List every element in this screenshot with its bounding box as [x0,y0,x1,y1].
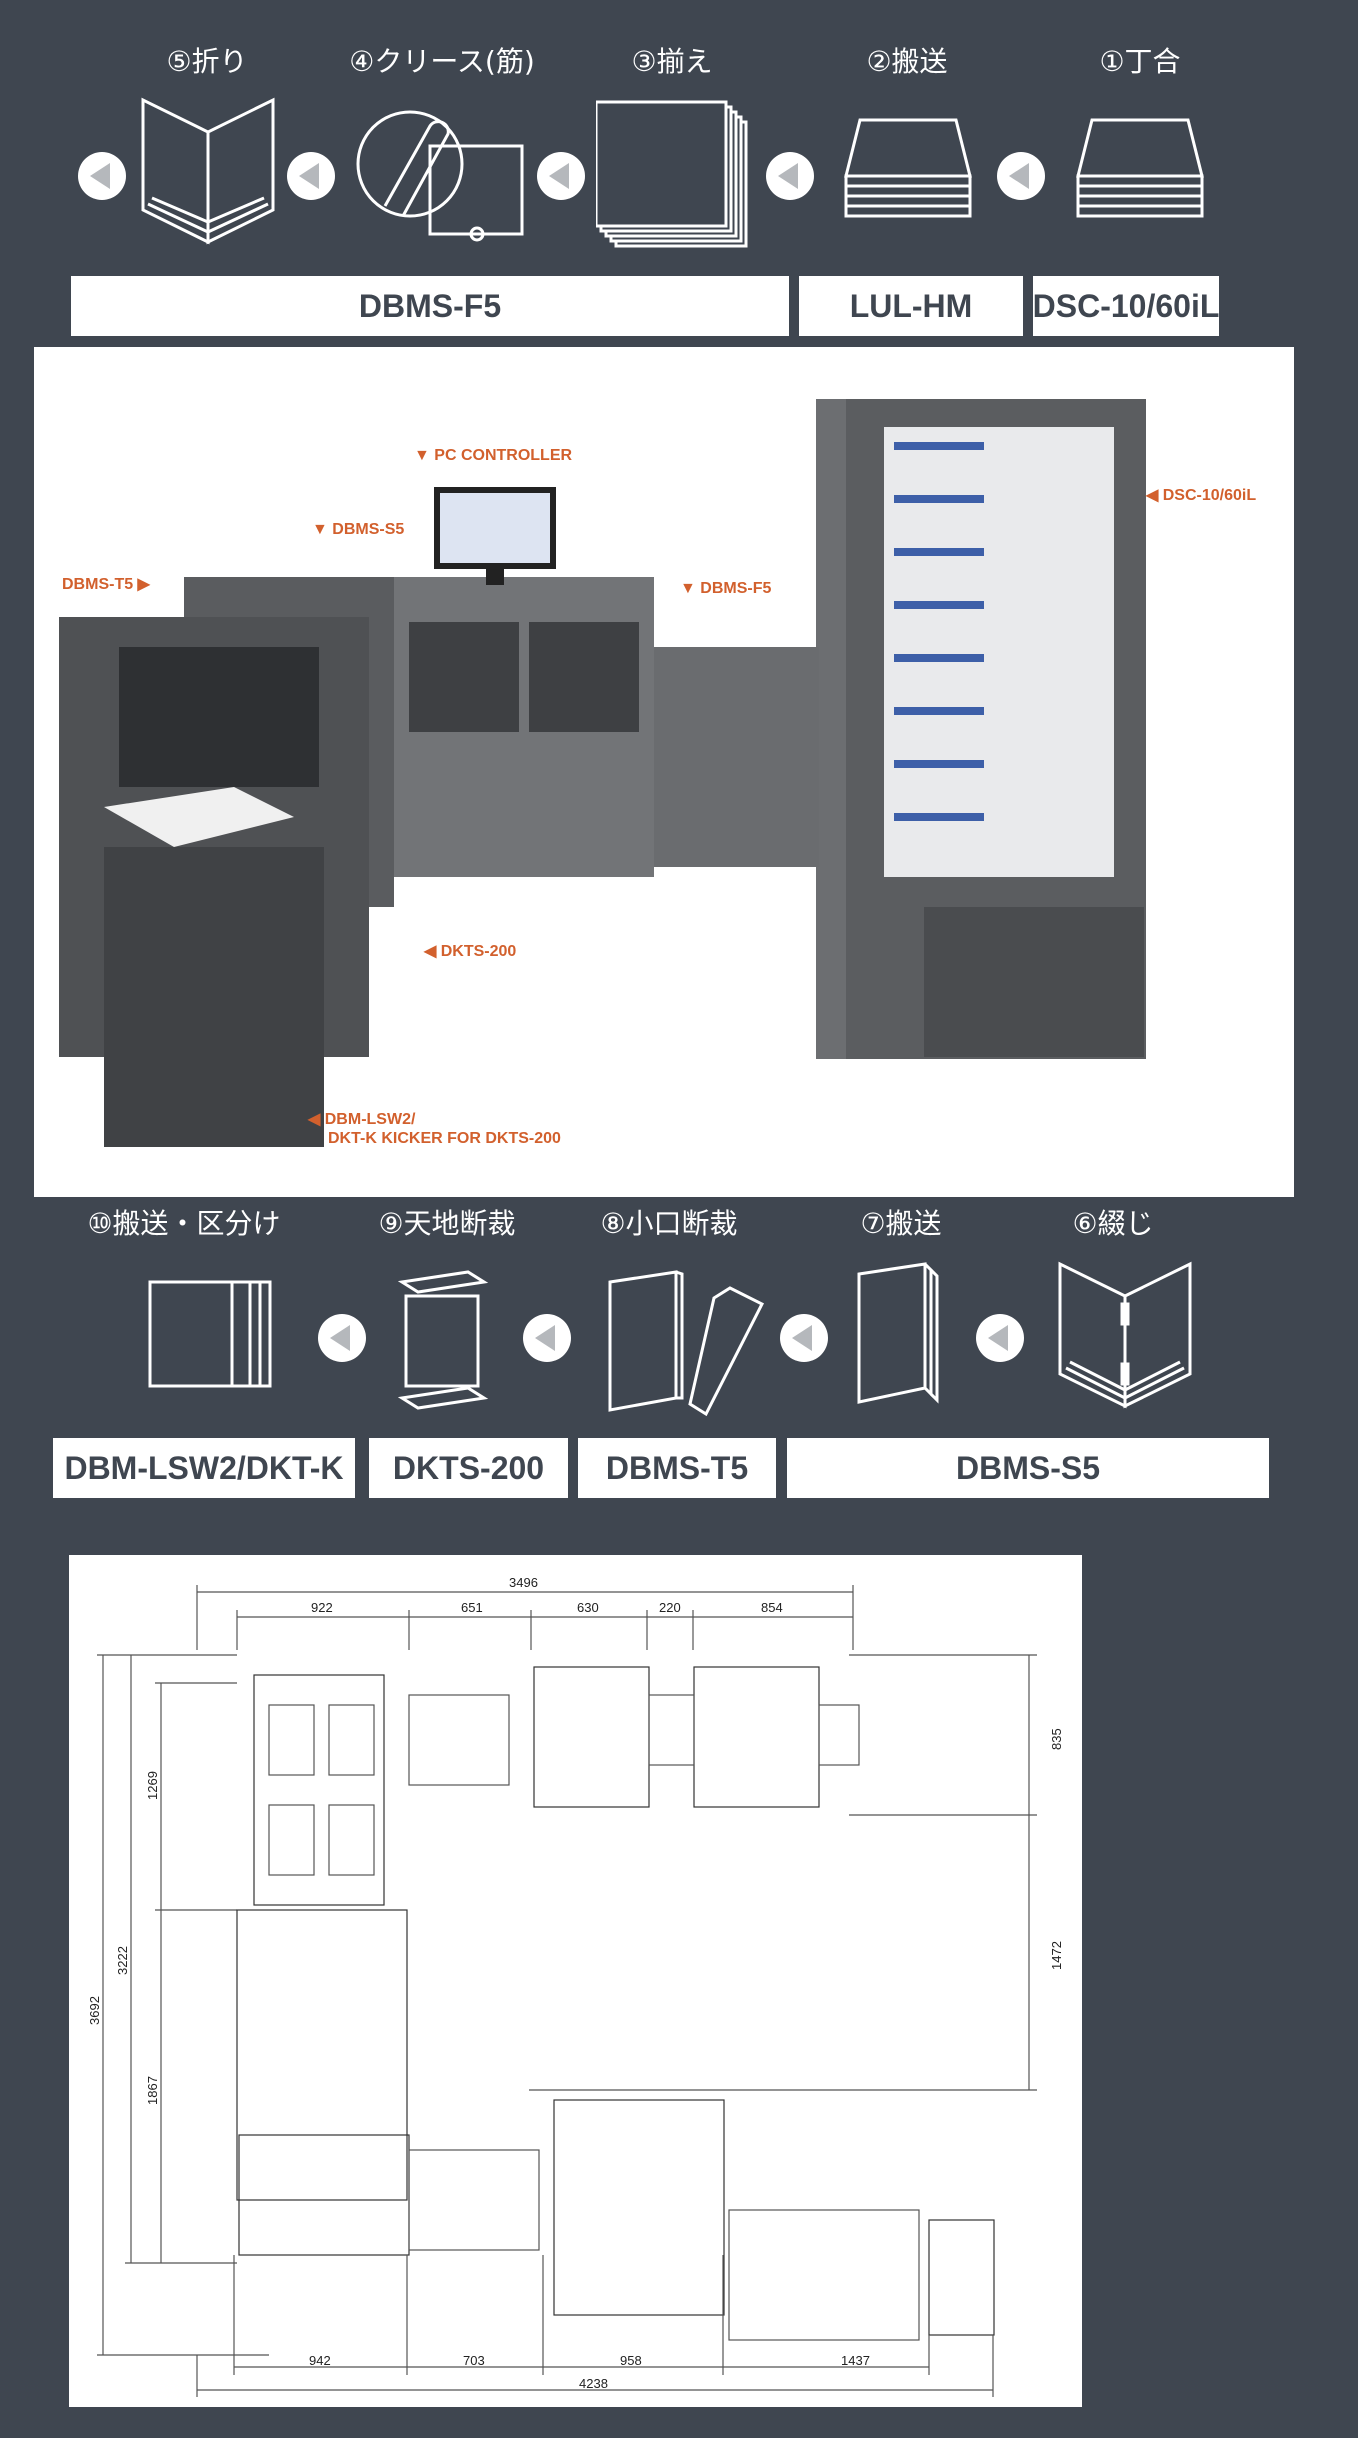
callout-dbms-t5: DBMS-T5 ▶ [62,576,150,593]
model-dsc: DSC-10/60iL [1033,276,1219,336]
model-dbms-f5: DBMS-F5 [71,276,789,336]
face-trim-icon [608,1270,765,1417]
flow-arrow-icon [523,1314,571,1362]
dim-top-total: 3496 [509,1575,538,1590]
callout-pc-controller: ▼ PC CONTROLLER [414,447,573,464]
jog-icon [596,100,748,248]
head-foot-trim-icon [398,1270,489,1410]
fold-icon [141,97,275,245]
flow-arrow-icon [997,152,1045,200]
model-dkts-200: DKTS-200 [369,1438,568,1498]
step-stitch-label: ⑥綴じ [1072,1207,1154,1240]
dim-bottom-total: 4238 [579,2376,608,2391]
step-sort-label: ⑩搬送・区分け [87,1207,281,1240]
step-collate-label: ①丁合 [1099,45,1181,78]
callout-lsw-line2: DKT-K KICKER FOR DKTS-200 [328,1130,561,1147]
dim-top-1: 651 [461,1600,483,1615]
dim-top-2: 630 [577,1600,599,1615]
callout-dbms-s5: ▼ DBMS-S5 [312,521,405,538]
step-face-trim-label: ⑧小口断裁 [600,1207,738,1240]
model-lul-hm: LUL-HM [799,276,1023,336]
dim-left-inner-0: 1269 [145,1771,160,1800]
dim-top-0: 922 [311,1600,333,1615]
flow-arrow-icon [287,152,335,200]
step-fold-label: ⑤折り [166,45,248,78]
step-transport-label: ②搬送 [866,45,948,78]
flow-arrow-icon [976,1314,1024,1362]
dim-bottom-2: 958 [620,2353,642,2368]
step-jog-label: ③揃え [631,45,713,78]
dim-left-outer: 3692 [87,1996,102,2025]
transport-book-icon [857,1262,939,1404]
flow-arrow-icon [780,1314,828,1362]
flow-arrow-icon [537,152,585,200]
dim-right-1: 1472 [1049,1941,1064,1970]
dim-left-inner-1: 1867 [145,2076,160,2105]
flow-arrow-icon [318,1314,366,1362]
step-head-foot-trim-label: ⑨天地断裁 [378,1207,516,1240]
transport-icon [844,118,972,218]
flow-arrow-icon [78,152,126,200]
dim-right-0: 835 [1049,1728,1064,1750]
step-transport-book-label: ⑦搬送 [860,1207,942,1240]
dim-top-3: 220 [659,1600,681,1615]
dim-bottom-0: 942 [309,2353,331,2368]
callout-lsw-line1: ◀ DBM-LSW2/ [308,1111,416,1128]
crease-icon [356,110,524,242]
model-dbms-t5: DBMS-T5 [578,1438,776,1498]
dim-bottom-3: 1437 [841,2353,870,2368]
sort-icon [148,1280,272,1388]
callout-dkts: ◀ DKTS-200 [424,943,517,960]
model-dbm-lsw2: DBM-LSW2/DKT-K [53,1438,355,1498]
collate-icon [1076,118,1204,218]
flow-arrow-icon [766,152,814,200]
system-photo: ▼ PC CONTROLLER ◀ DSC-10/60iL ▼ DBMS-S5 … [34,347,1294,1197]
step-crease-label: ④クリース(筋) [349,45,535,78]
machine-illustration [59,399,1146,1147]
floor-plan-svg: 3496 922 651 630 220 854 835 1472 3692 3… [87,1575,1064,2397]
layout-drawing: 3496 922 651 630 220 854 835 1472 3692 3… [69,1555,1082,2407]
stitch-icon [1058,1261,1192,1409]
dim-left-mid: 3222 [115,1946,130,1975]
callout-dbms-f5: ▼ DBMS-F5 [680,580,772,597]
dim-top-4: 854 [761,1600,783,1615]
model-dbms-s5: DBMS-S5 [787,1438,1269,1498]
dim-bottom-1: 703 [463,2353,485,2368]
callout-dsc: ◀ DSC-10/60iL [1146,487,1257,504]
